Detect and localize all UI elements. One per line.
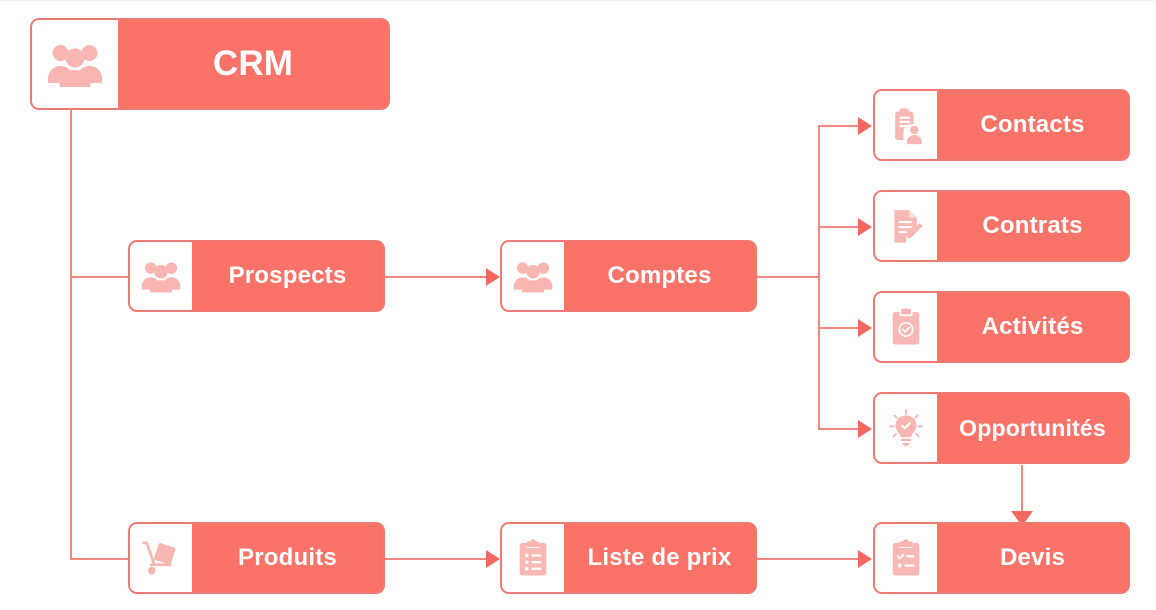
- node-liste-de-prix-icon-tile: [502, 524, 564, 592]
- connector-produits-to-liste: [385, 558, 487, 560]
- node-devis-label: Devis: [999, 544, 1066, 571]
- arrowhead-comptes: [486, 268, 500, 286]
- node-produits-label: Produits: [238, 544, 337, 571]
- contact-card-icon: [886, 105, 926, 145]
- node-opportunites[interactable]: Opportunités: [873, 392, 1130, 464]
- node-activites-icon-tile: [875, 293, 937, 361]
- node-contacts-icon-tile: [875, 91, 937, 159]
- arrowhead-contacts: [858, 117, 872, 135]
- arrowhead-liste-de-prix: [486, 550, 500, 568]
- connector-liste-to-devis: [757, 558, 859, 560]
- connector-crm-to-produits: [70, 558, 130, 560]
- connector-to-activites: [818, 327, 860, 329]
- node-liste-de-prix[interactable]: Liste de prix: [500, 522, 757, 594]
- top-divider: [0, 0, 1156, 1]
- arrowhead-contrats: [858, 218, 872, 236]
- node-contacts-label: Contacts: [980, 111, 1085, 138]
- connector-fanout-trunk: [818, 125, 820, 429]
- arrowhead-activites: [858, 319, 872, 337]
- connector-to-contacts: [818, 125, 860, 127]
- node-contrats-icon-tile: [875, 192, 937, 260]
- connector-crm-trunk: [70, 110, 72, 560]
- connector-opportunites-to-devis: [1021, 465, 1023, 515]
- arrowhead-devis-left: [858, 550, 872, 568]
- node-opportunites-icon-tile: [875, 394, 937, 462]
- lightbulb-check-icon: [886, 408, 926, 448]
- people-group-icon: [513, 259, 553, 293]
- connector-comptes-stem: [757, 276, 820, 278]
- people-group-icon: [47, 41, 103, 87]
- arrowhead-opportunites: [858, 420, 872, 438]
- people-group-icon: [141, 259, 181, 293]
- node-contrats[interactable]: Contrats: [873, 190, 1130, 262]
- connector-to-opportunites: [818, 428, 860, 430]
- node-comptes-icon-tile: [502, 242, 564, 310]
- node-contacts[interactable]: Contacts: [873, 89, 1130, 161]
- clipboard-list-icon: [516, 538, 550, 578]
- node-comptes-label: Comptes: [607, 262, 712, 289]
- node-prospects-label: Prospects: [228, 262, 347, 289]
- node-comptes[interactable]: Comptes: [500, 240, 757, 312]
- node-devis[interactable]: Devis: [873, 522, 1130, 594]
- clipboard-tasks-icon: [889, 538, 923, 578]
- node-crm-label: CRM: [212, 44, 294, 83]
- node-contrats-label: Contrats: [982, 212, 1083, 239]
- node-crm-icon-tile: [32, 20, 118, 108]
- node-prospects-icon-tile: [130, 242, 192, 310]
- node-devis-icon-tile: [875, 524, 937, 592]
- node-produits[interactable]: Produits: [128, 522, 385, 594]
- connector-crm-to-prospects: [70, 276, 130, 278]
- connector-to-contrats: [818, 226, 860, 228]
- node-activites-label: Activités: [981, 313, 1084, 340]
- connector-prospects-to-comptes: [385, 276, 487, 278]
- node-activites[interactable]: Activités: [873, 291, 1130, 363]
- node-opportunites-label: Opportunités: [959, 414, 1106, 441]
- hand-truck-box-icon: [140, 539, 182, 577]
- document-pencil-icon: [886, 206, 926, 246]
- node-prospects[interactable]: Prospects: [128, 240, 385, 312]
- node-crm[interactable]: CRM: [30, 18, 390, 110]
- clipboard-check-icon: [887, 307, 925, 347]
- node-liste-de-prix-label: Liste de prix: [587, 544, 732, 571]
- node-produits-icon-tile: [130, 524, 192, 592]
